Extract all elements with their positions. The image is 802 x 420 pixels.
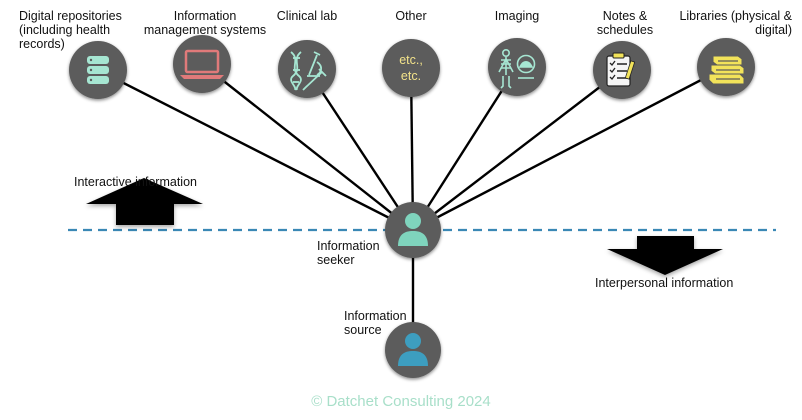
label-interactive-information: Interactive information (74, 175, 197, 189)
label-information-management-systems: Information management systems (140, 9, 270, 37)
node-digital-repositories (69, 41, 127, 99)
arrow-down-icon (607, 236, 723, 275)
node-libraries (697, 38, 755, 96)
label-line: records) (19, 37, 65, 51)
svg-text:etc.: etc. (401, 69, 421, 83)
label-libraries: Libraries (physical & digital) (664, 9, 792, 37)
label-line: Notes & (602, 9, 648, 23)
dna-microscope-syringe-icon (290, 51, 327, 91)
books-icon (708, 55, 745, 85)
label-line: Clinical lab (276, 9, 338, 23)
node-information-management-systems (173, 35, 231, 93)
label-other: Other (376, 9, 446, 23)
label-notes-schedules: Notes & schedules (583, 9, 667, 37)
label-line: source (344, 323, 382, 337)
label-information-seeker: Information seeker (317, 239, 380, 267)
label-interpersonal-information: Interpersonal information (595, 276, 734, 290)
database-icon (87, 56, 109, 84)
connector-imaging (411, 66, 519, 231)
label-line: management systems (143, 23, 267, 37)
label-line: Information (344, 309, 407, 323)
node-other: etc., etc. (382, 39, 440, 97)
label-line: Imaging (494, 9, 540, 23)
label-line: Digital repositories (19, 9, 122, 23)
node-imaging (488, 38, 546, 96)
svg-text:etc.,: etc., (399, 53, 423, 67)
clipboard-checklist-icon (606, 52, 636, 87)
label-line: (including health (19, 23, 111, 37)
connector-clinical-lab (305, 68, 415, 231)
label-line: Information (173, 9, 237, 23)
label-line: Information (317, 239, 380, 253)
label-line: schedules (596, 23, 654, 37)
label-line: seeker (317, 253, 355, 267)
label-imaging: Imaging (481, 9, 553, 23)
label-line: Other (395, 9, 427, 23)
label-clinical-lab: Clinical lab (262, 9, 352, 23)
skeleton-scan-icon (498, 48, 536, 89)
copyright-notice: © Datchet Consulting 2024 (311, 393, 491, 410)
node-clinical-lab (278, 40, 336, 98)
person-icon (398, 213, 428, 246)
node-notes-schedules (593, 41, 651, 99)
person-icon (398, 333, 428, 366)
arrow-up-icon (86, 178, 203, 225)
laptop-icon (180, 49, 224, 79)
connector-libraries (412, 65, 727, 232)
label-digital-repositories: Digital repositories (including health r… (19, 9, 122, 51)
node-information-seeker (385, 202, 441, 258)
connector-notes-schedules (412, 69, 623, 231)
connector-information-management-systems (201, 63, 414, 231)
connector-digital-repositories (97, 68, 414, 232)
node-information-source (385, 322, 441, 378)
etc-text-icon: etc., etc. (399, 53, 423, 83)
label-line: Libraries (physical & (679, 9, 792, 23)
label-line: digital) (755, 23, 792, 37)
label-information-source: Information source (344, 309, 407, 337)
